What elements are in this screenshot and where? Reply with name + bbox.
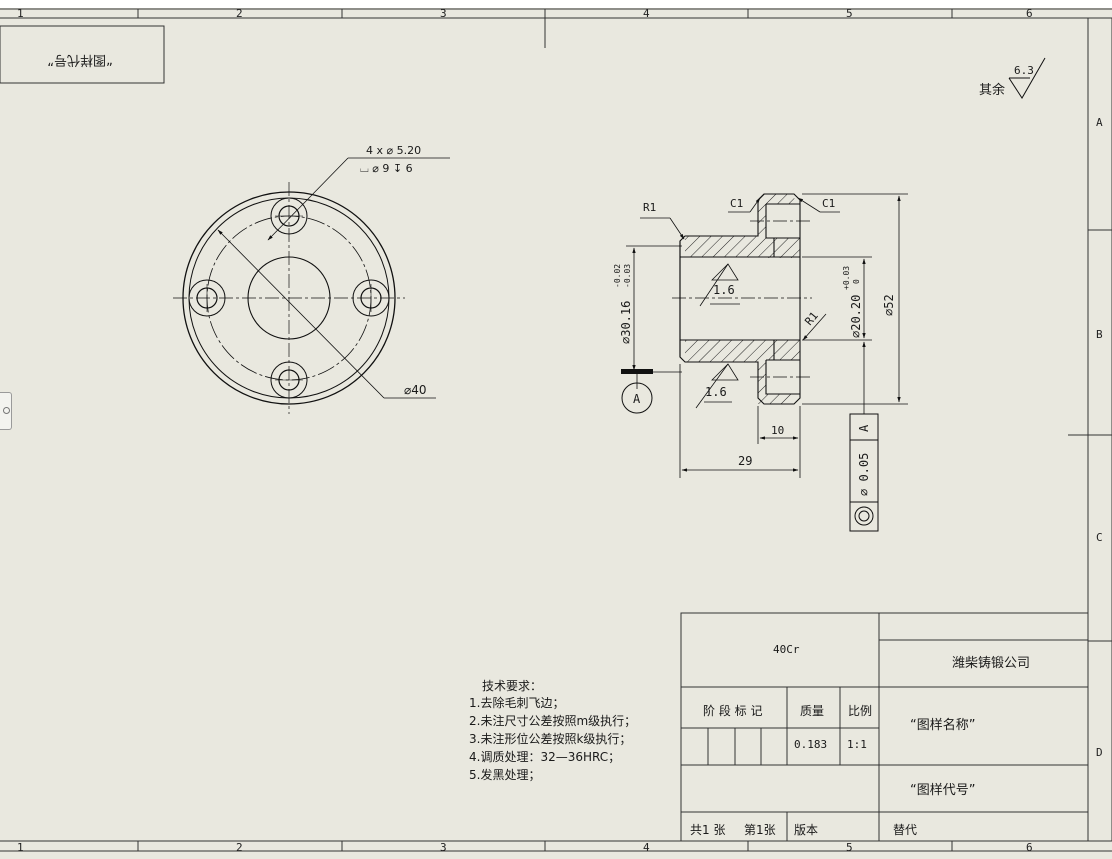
chamfer-right-label: C1 xyxy=(822,197,835,210)
sheet-count: 共1 张 xyxy=(690,823,725,837)
len-flange-label: 10 xyxy=(771,424,784,437)
concentricity-icon xyxy=(854,506,874,526)
front-dia-label: ⌀40 xyxy=(404,383,427,397)
roughness-bottom-label: 1.6 xyxy=(705,385,727,399)
radius-top-label: R1 xyxy=(643,201,656,214)
zone-col-label: 5 xyxy=(846,841,853,854)
tech-notes: 技术要求： 1.去除毛刺飞边； 2.未注尺寸公差按照m级执行； 3.未注形位公差… xyxy=(469,679,636,782)
chamfer-left-label: C1 xyxy=(730,197,743,210)
tol-left-upper: -0.02 xyxy=(613,264,622,288)
version-label: 版本 xyxy=(794,823,818,837)
roughness-value: 6.3 xyxy=(1014,64,1034,77)
zone-col-label: 3 xyxy=(440,841,447,854)
material-label: 40Cr xyxy=(773,643,800,656)
tech-note-item: 4.调质处理：32—36HRC； xyxy=(469,750,620,764)
zone-col-label: 6 xyxy=(1026,841,1033,854)
tech-note-item: 3.未注形位公差按照k级执行； xyxy=(469,731,631,746)
zone-row-label: A xyxy=(1096,116,1103,129)
section-view xyxy=(621,193,908,478)
drawing-sheet: “图样代号” 其余 6.3 ⌀40 4 x ⌀ 5.20 ⌴ ⌀ 9 ↧ 6 xyxy=(0,7,1112,859)
dia-left-label: ⌀30.16 xyxy=(619,301,633,344)
tol-bore-lower: 0 xyxy=(852,279,861,284)
company-name: 潍柴铸锻公司 xyxy=(952,655,1030,671)
zone-frame xyxy=(0,8,1112,852)
zone-row-label: C xyxy=(1096,531,1103,544)
roughness-top-label: 1.6 xyxy=(713,283,735,297)
side-panel-handle[interactable] xyxy=(0,392,12,430)
tol-left-lower: -0.03 xyxy=(623,264,632,288)
mass-label: 质量 xyxy=(800,704,824,718)
dia-outer-label: ⌀52 xyxy=(882,294,896,316)
scale-value: 1:1 xyxy=(847,738,867,751)
front-view xyxy=(173,157,450,414)
zone-row-label: B xyxy=(1096,328,1103,341)
zone-col-label: 4 xyxy=(643,841,650,854)
dia-bore-label: ⌀20.20 xyxy=(849,295,863,338)
hole-callout-line1: 4 x ⌀ 5.20 xyxy=(366,144,421,157)
scale-label: 比例 xyxy=(848,704,872,718)
title-block: 40Cr 潍柴铸锻公司 阶 段 标 记 质量 比例 0.183 1:1 “图样名… xyxy=(680,612,1089,842)
len-total-label: 29 xyxy=(738,454,752,468)
zone-col-label: 6 xyxy=(1026,7,1033,20)
zone-col-label: 2 xyxy=(236,841,243,854)
rotated-stamp-box: “图样代号” xyxy=(0,25,165,84)
general-roughness: 其余 6.3 xyxy=(979,57,1046,99)
zone-col-label: 4 xyxy=(643,7,650,20)
datum-label: A xyxy=(633,392,641,406)
zone-col-label: 1 xyxy=(17,841,24,854)
tolerance-frame: A ⌀ 0.05 xyxy=(849,341,879,532)
hole-callout-line2: ⌴ ⌀ 9 ↧ 6 xyxy=(360,162,413,175)
stamp-text: “图样代号” xyxy=(47,52,112,67)
tech-notes-title: 技术要求： xyxy=(482,679,542,693)
tech-note-item: 2.未注尺寸公差按照m级执行； xyxy=(469,713,636,728)
drawing-number: “图样代号” xyxy=(910,783,975,798)
drawing-name: “图样名称” xyxy=(910,717,975,733)
top-strip xyxy=(0,0,1112,8)
tol-bore-upper: +0.03 xyxy=(842,266,851,290)
tolerance-value: ⌀ 0.05 xyxy=(857,453,871,496)
replace-label: 替代 xyxy=(893,823,917,837)
sheet-number: 第1张 xyxy=(744,823,776,837)
handle-grip-icon xyxy=(3,407,10,414)
mass-value: 0.183 xyxy=(794,738,827,751)
zone-col-label: 5 xyxy=(846,7,853,20)
zone-col-label: 3 xyxy=(440,7,447,20)
tech-note-item: 5.发黑处理； xyxy=(469,767,540,782)
radius-bore-label: R1 xyxy=(802,309,820,328)
zone-col-label: 1 xyxy=(17,7,24,20)
zone-row-label: D xyxy=(1096,746,1103,759)
stage-label: 阶 段 标 记 xyxy=(703,703,762,718)
roughness-label: 其余 xyxy=(979,82,1005,98)
tech-note-item: 1.去除毛刺飞边； xyxy=(469,695,564,710)
zone-col-label: 2 xyxy=(236,7,243,20)
tolerance-datum: A xyxy=(857,424,871,432)
